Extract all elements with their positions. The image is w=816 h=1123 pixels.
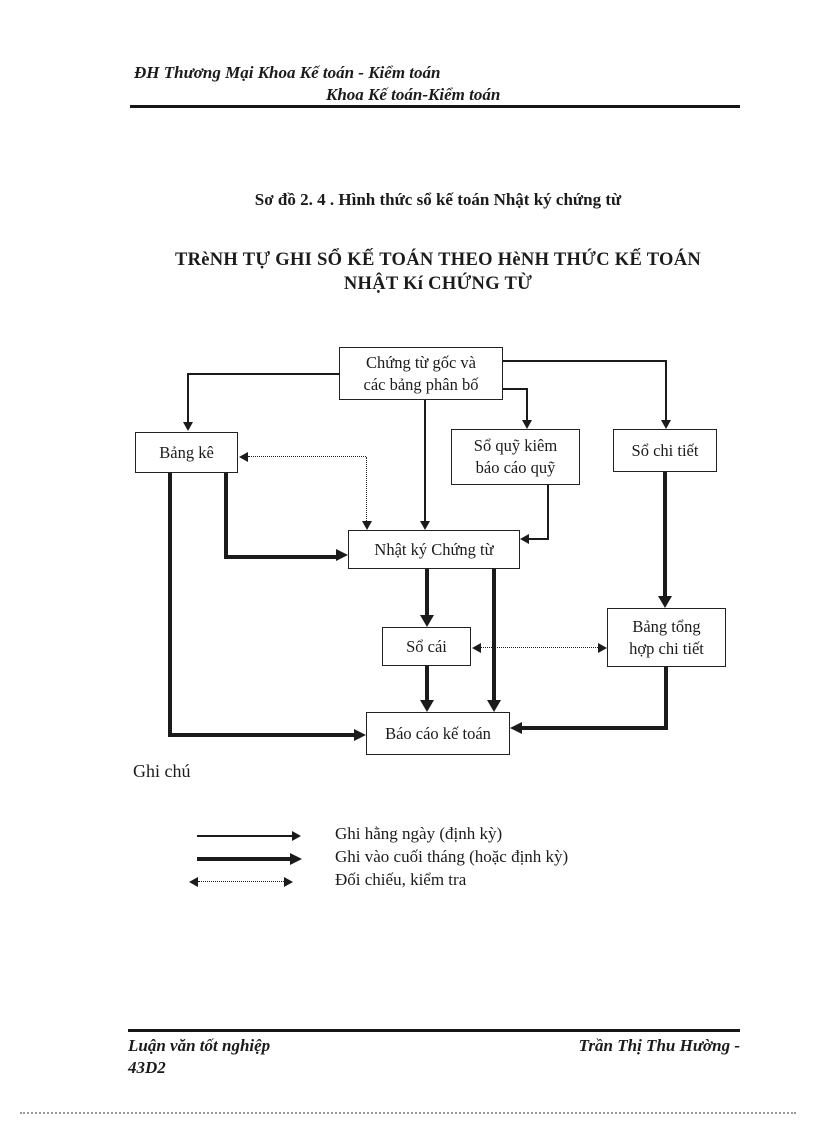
arrow-goc-to-bangke-v <box>187 373 189 422</box>
arrow-bangke-to-nhatky-h <box>224 555 336 559</box>
arrow-goc-to-bangke-head <box>183 422 193 431</box>
arrow-bangke-to-baocao-h <box>168 733 354 737</box>
arrow-nhatky-to-socai-head <box>420 615 434 627</box>
box-nhat-ky: Nhật ký Chứng từ <box>348 530 520 569</box>
box-so-chi-tiet: Sổ chi tiết <box>613 429 717 472</box>
arrow-goc-to-soquy-head <box>522 420 532 429</box>
legend-label-monthend: Ghi vào cuối tháng (hoặc định kỳ) <box>335 847 569 866</box>
legend-label-daily: Ghi hằng ngày (định kỳ) <box>335 824 503 843</box>
footer-rule <box>128 1029 740 1032</box>
arrow-goc-to-soquy-h <box>503 388 528 390</box>
arrow-sochitiet-to-tonghop-v <box>663 472 667 596</box>
header-line2: Khoa Kế toán-Kiểm toán <box>326 85 501 104</box>
arrow-goc-to-sochitiet-v <box>665 360 667 420</box>
legend-thin-arrow-line <box>197 835 292 837</box>
arrow-goc-to-sochitiet-head <box>661 420 671 429</box>
legend-dotted-arrow-line <box>198 881 284 882</box>
check-bangke-nhatky-v <box>366 457 367 521</box>
legend-title: Ghi chú <box>133 761 191 781</box>
header-rule <box>130 105 740 108</box>
check-socai-tonghop-head-right <box>598 643 607 653</box>
arrow-goc-to-soquy-v <box>526 388 528 420</box>
arrow-bangke-to-baocao-v <box>168 473 172 737</box>
arrow-tonghop-to-baocao-h <box>522 726 668 730</box>
box-chung-tu-goc: Chứng từ gốc và các bảng phân bố <box>339 347 503 400</box>
footer-left-line2: 43D2 <box>128 1058 166 1077</box>
box-bang-ke: Bảng kê <box>135 432 238 473</box>
legend-label-check: Đối chiếu, kiểm tra <box>335 870 467 889</box>
check-bangke-nhatky-h <box>248 456 366 457</box>
arrow-goc-to-nhatky-v <box>424 400 426 521</box>
arrow-goc-to-sochitiet-h <box>503 360 667 362</box>
arrow-tonghop-to-baocao-head <box>510 722 522 734</box>
arrow-sochitiet-to-tonghop-head <box>658 596 672 608</box>
box-bao-cao: Báo cáo kế toán <box>366 712 510 755</box>
legend-dotted-arrow-head-left <box>189 877 198 887</box>
legend-thick-arrow-line <box>197 857 290 861</box>
arrow-bangke-to-nhatky-v <box>224 473 228 559</box>
arrow-soquy-to-nhatky-head <box>520 534 529 544</box>
legend-thin-arrow-head <box>292 831 301 841</box>
legend-dotted-arrow-head-right <box>284 877 293 887</box>
arrow-nhatky-to-baocao-head <box>487 700 501 712</box>
check-bangke-nhatky-head-down <box>362 521 372 530</box>
arrow-nhatky-to-baocao-v <box>492 569 496 700</box>
diagram-heading-line2: NHẬT Kí CHỨNG TỪ <box>343 274 533 294</box>
header-line1: ĐH Thương Mại Khoa Kế toán - Kiểm toán <box>134 63 441 82</box>
arrow-goc-to-bangke-h <box>187 373 339 375</box>
arrow-bangke-to-nhatky-head <box>336 549 348 561</box>
arrow-nhatky-to-socai-v <box>425 569 429 615</box>
diagram-heading-line1: TRèNH TỰ GHI SỔ KẾ TOÁN THEO HèNH THỨC K… <box>174 250 702 270</box>
arrow-goc-to-nhatky-head <box>420 521 430 530</box>
page-bottom-dotted-line <box>20 1112 796 1114</box>
arrow-socai-to-baocao-head <box>420 700 434 712</box>
arrow-soquy-to-nhatky-h <box>529 538 549 540</box>
arrow-bangke-to-baocao-head <box>354 729 366 741</box>
arrow-tonghop-to-baocao-v <box>664 667 668 730</box>
footer-left-line1: Luận văn tốt nghiệp <box>128 1036 271 1055</box>
diagram-caption: Sơ đồ 2. 4 . Hình thức sổ kế toán Nhật k… <box>254 190 622 209</box>
arrow-socai-to-baocao-v <box>425 666 429 700</box>
box-so-quy: Sổ quỹ kiêm báo cáo quỹ <box>451 429 580 485</box>
check-socai-tonghop-h <box>481 647 598 648</box>
legend-thick-arrow-head <box>290 853 302 865</box>
box-bang-tong-hop: Bảng tổng hợp chi tiết <box>607 608 726 667</box>
arrow-soquy-to-nhatky-v <box>547 485 549 539</box>
check-socai-tonghop-head-left <box>472 643 481 653</box>
box-so-cai: Sổ cái <box>382 627 471 666</box>
footer-author: Trần Thị Thu Hường - <box>578 1036 740 1055</box>
check-bangke-nhatky-head-left <box>239 452 248 462</box>
